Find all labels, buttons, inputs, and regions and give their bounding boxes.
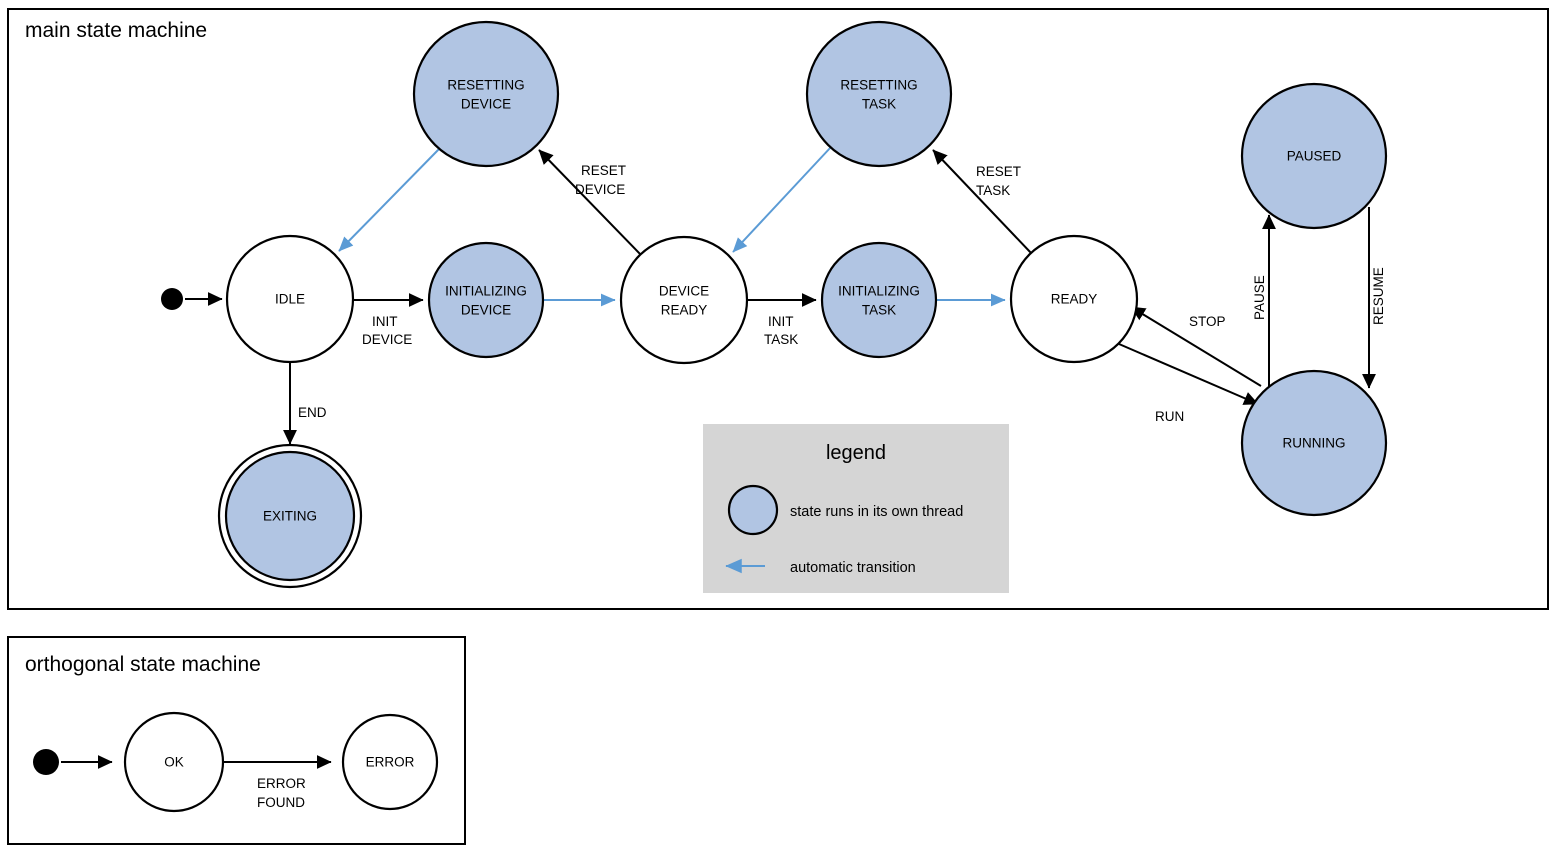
state-circle-ready: [1009, 234, 1139, 364]
state-circle-exiting-outer: [217, 443, 363, 589]
state-label-resetting-task-line2: TASK: [862, 97, 896, 112]
main-state-machine-title: main state machine: [25, 19, 207, 42]
orthogonal-state-machine-title: orthogonal state machine: [25, 653, 261, 676]
edge-label-error-found-line1: ERROR: [257, 776, 306, 791]
edge-label-error-found-line2: FOUND: [257, 795, 305, 810]
state-node-idle[interactable]: IDLE: [225, 234, 355, 364]
legend-thread-swatch-icon: [727, 484, 779, 536]
edge-label-init-device-line1: INIT: [372, 314, 398, 329]
edge-label-end: END: [298, 405, 327, 420]
edge-resetting-task-to-device-ready: [732, 146, 832, 253]
state-label-initializing-task-line1: INITIALIZING: [838, 284, 920, 299]
legend-title: legend: [826, 442, 886, 464]
edge-ready-to-running: [1118, 343, 1259, 405]
state-circle-resetting-task: [805, 20, 953, 168]
state-circle-resetting-device: [412, 20, 560, 168]
edge-label-reset-task-line1: RESET: [976, 164, 1021, 179]
edge-label-init-device-line2: DEVICE: [362, 332, 412, 347]
state-label-ready: READY: [1051, 292, 1098, 307]
state-node-initializing-task[interactable]: INITIALIZING TASK: [820, 241, 938, 359]
state-label-exiting: EXITING: [263, 509, 317, 524]
edge-ready-to-resetting-task: [932, 149, 1033, 255]
state-label-running: RUNNING: [1283, 436, 1346, 451]
edge-running-to-ready: [1130, 306, 1262, 387]
state-node-error[interactable]: ERROR: [341, 713, 439, 811]
state-circle-exiting-inner: [224, 450, 356, 582]
state-node-resetting-task[interactable]: RESETTING TASK: [805, 20, 953, 168]
initial-state-dot: [161, 288, 183, 310]
edge-label-stop: STOP: [1189, 314, 1226, 329]
state-label-initializing-device-line1: INITIALIZING: [445, 284, 527, 299]
legend: legend state runs in its own thread auto…: [703, 424, 1009, 593]
state-circle-device-ready: [619, 235, 749, 365]
state-label-ok: OK: [164, 755, 184, 770]
state-label-error: ERROR: [366, 755, 415, 770]
state-node-ok[interactable]: OK: [123, 711, 225, 813]
state-label-device-ready-line2: READY: [661, 303, 708, 318]
edge-label-init-task-line2: TASK: [764, 332, 798, 347]
edge-label-run: RUN: [1155, 409, 1184, 424]
state-label-paused: PAUSED: [1287, 149, 1342, 164]
edge-label-reset-device-line2: DEVICE: [575, 182, 625, 197]
state-label-resetting-device-line1: RESETTING: [447, 78, 524, 93]
state-circle-ok: [123, 711, 225, 813]
state-circle-initializing-task: [820, 241, 938, 359]
state-node-paused[interactable]: PAUSED: [1240, 82, 1388, 230]
state-circle-paused: [1240, 82, 1388, 230]
main-state-machine-frame: [7, 8, 1549, 610]
state-node-exiting[interactable]: EXITING: [217, 443, 363, 589]
state-label-resetting-device-line2: DEVICE: [461, 97, 511, 112]
state-node-device-ready[interactable]: DEVICE READY: [619, 235, 749, 365]
state-node-ready[interactable]: READY: [1009, 234, 1139, 364]
edge-label-reset-task-line2: TASK: [976, 183, 1010, 198]
legend-item-thread-label: state runs in its own thread: [790, 504, 963, 520]
edge-label-init-task-line1: INIT: [768, 314, 794, 329]
state-circle-running: [1240, 369, 1388, 517]
state-label-initializing-device-line2: DEVICE: [461, 303, 511, 318]
state-node-initializing-device[interactable]: INITIALIZING DEVICE: [427, 241, 545, 359]
edge-label-pause: PAUSE: [1252, 275, 1267, 320]
edge-device-ready-to-resetting-device: [538, 149, 642, 256]
orthogonal-state-machine-frame: [7, 636, 466, 845]
legend-item-auto-label: automatic transition: [790, 560, 916, 576]
edge-label-reset-device-line1: RESET: [581, 163, 626, 178]
state-node-running[interactable]: RUNNING: [1240, 369, 1388, 517]
state-node-resetting-device[interactable]: RESETTING DEVICE: [412, 20, 560, 168]
state-circle-initializing-device: [427, 241, 545, 359]
edge-label-resume: RESUME: [1371, 267, 1386, 325]
state-circle-error: [341, 713, 439, 811]
state-label-device-ready-line1: DEVICE: [659, 284, 709, 299]
state-label-initializing-task-line2: TASK: [862, 303, 896, 318]
orthogonal-initial-state-dot: [33, 749, 59, 775]
state-circle-idle: [225, 234, 355, 364]
state-label-idle: IDLE: [275, 292, 305, 307]
edge-resetting-device-to-idle: [338, 147, 441, 252]
state-label-resetting-task-line1: RESETTING: [840, 78, 917, 93]
